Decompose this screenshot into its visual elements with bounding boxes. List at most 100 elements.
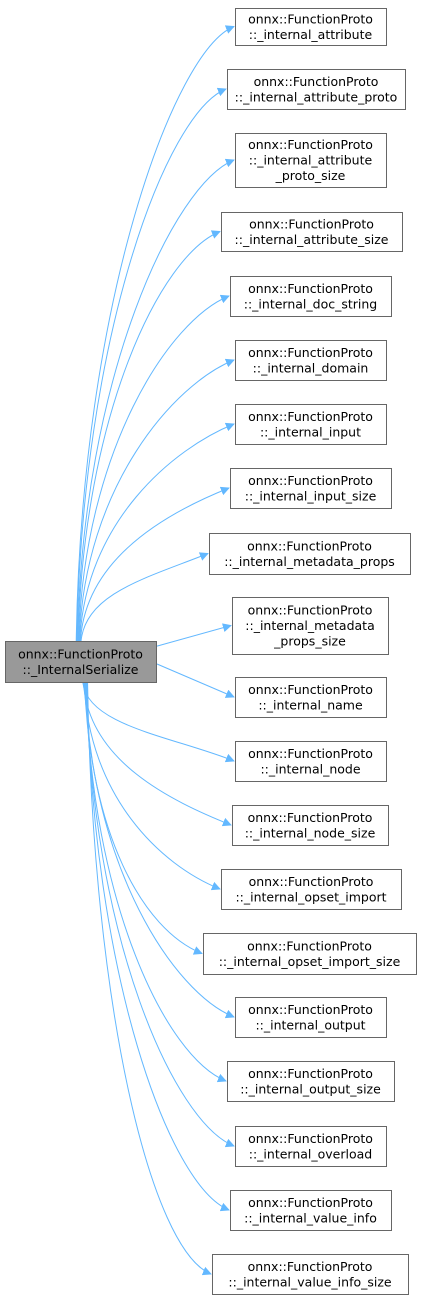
graph-node[interactable]: onnx::FunctionProto::_internal_value_inf… — [230, 1190, 392, 1231]
call-edge — [82, 682, 235, 763]
node-box — [235, 404, 387, 445]
node-box — [230, 276, 392, 317]
call-edge — [87, 682, 212, 1276]
node-label-line: onnx::FunctionProto — [248, 810, 373, 825]
node-box — [235, 1126, 387, 1167]
node-label-line: ::_internal_value_info — [244, 1210, 377, 1225]
node-box — [230, 1190, 392, 1231]
node-label-line: onnx::FunctionProto — [248, 746, 373, 761]
graph-node[interactable]: onnx::FunctionProto::_internal_input_siz… — [230, 468, 392, 509]
node-box — [221, 212, 403, 252]
graph-node[interactable]: onnx::FunctionProto::_internal_opset_imp… — [221, 869, 402, 910]
node-box — [232, 805, 389, 846]
node-label-line: ::_internal_output — [255, 1017, 365, 1032]
node-label-line: ::_internal_attribute — [249, 27, 373, 42]
node-label-line: onnx::FunctionProto — [248, 1066, 373, 1081]
node-label-line: onnx::FunctionProto — [247, 538, 372, 553]
root-node[interactable]: onnx::FunctionProto::_InternalSerialize — [5, 641, 157, 683]
node-box — [235, 8, 387, 46]
node-label-line: ::_internal_doc_string — [244, 296, 377, 311]
node-box — [230, 468, 392, 509]
node-box — [227, 69, 406, 110]
node-label-line: onnx::FunctionProto — [254, 74, 379, 89]
node-label-line: onnx::FunctionProto — [248, 1195, 373, 1210]
call-edge — [75, 25, 235, 642]
node-label-line: ::_internal_attribute_proto — [235, 89, 398, 104]
call-edge — [86, 682, 230, 1212]
node-label-line: onnx::FunctionProto — [248, 281, 373, 296]
graph-node[interactable]: onnx::FunctionProto::_internal_domain — [235, 340, 387, 381]
call-edge — [77, 230, 221, 642]
graph-node[interactable]: onnx::FunctionProto::_internal_value_inf… — [212, 1254, 409, 1295]
call-edge — [84, 682, 203, 955]
graph-node[interactable]: onnx::FunctionProto::_internal_metadata_… — [209, 533, 411, 575]
graph-node[interactable]: onnx::FunctionProto::_internal_attribute — [235, 8, 387, 46]
graph-node[interactable]: onnx::FunctionProto::_internal_metadata_… — [232, 597, 389, 655]
graph-node[interactable]: onnx::FunctionProto::_internal_attribute… — [227, 69, 406, 110]
node-label-line: onnx::FunctionProto — [248, 682, 373, 697]
node-label-line: onnx::FunctionProto — [248, 1259, 373, 1274]
node-label-line: onnx::FunctionProto — [248, 603, 373, 618]
node-label-line: ::_internal_node_size — [245, 825, 376, 840]
node-box — [212, 1254, 409, 1295]
call-edge — [76, 158, 235, 642]
node-box — [209, 533, 411, 575]
graph-node[interactable]: onnx::FunctionProto::_internal_opset_imp… — [203, 933, 417, 975]
graph-node[interactable]: onnx::FunctionProto::_internal_node_size — [232, 805, 389, 846]
call-edge — [85, 682, 235, 1148]
node-box — [235, 677, 387, 718]
graph-node[interactable]: onnx::FunctionProto::_internal_overload — [235, 1126, 387, 1167]
node-box — [227, 1061, 395, 1102]
graph-node[interactable]: onnx::FunctionProto::_internal_output_si… — [227, 1061, 395, 1102]
node-label-line: onnx::FunctionProto — [249, 216, 374, 231]
call-edge — [156, 663, 235, 698]
node-label-line: ::_internal_value_info_size — [228, 1274, 392, 1289]
node-label-line: onnx::FunctionProto — [248, 11, 373, 26]
node-box — [221, 869, 402, 910]
graph-node[interactable]: onnx::FunctionProto::_internal_output — [235, 997, 387, 1038]
call-edge — [76, 87, 227, 642]
node-label-line: ::_internal_overload — [249, 1146, 372, 1161]
node-label-line: onnx::FunctionProto — [248, 137, 373, 152]
call-edge — [79, 422, 235, 642]
node-label-line: ::_internal_input — [260, 424, 361, 439]
call-edge — [156, 623, 232, 647]
graph-node[interactable]: onnx::FunctionProto::_internal_node — [235, 741, 387, 782]
node-label-line: onnx::FunctionProto — [248, 1131, 373, 1146]
node-box — [235, 997, 387, 1038]
node-label-line: ::_internal_attribute — [249, 153, 373, 168]
node-label-line: ::_internal_output_size — [240, 1081, 381, 1096]
graph-node[interactable]: onnx::FunctionProto::_internal_name — [235, 677, 387, 718]
graph-node[interactable]: onnx::FunctionProto::_internal_input — [235, 404, 387, 445]
node-label-line: ::_internal_domain — [253, 360, 369, 375]
graph-node[interactable]: onnx::FunctionProto::_internal_doc_strin… — [230, 276, 392, 317]
node-box — [5, 641, 157, 683]
node-label-line: onnx::FunctionProto — [18, 646, 143, 661]
node-label-line: onnx::FunctionProto — [248, 1002, 373, 1017]
call-edge — [78, 358, 235, 642]
nodes: onnx::FunctionProto::_InternalSerializeo… — [5, 8, 417, 1295]
node-label-line: _props_size — [273, 634, 346, 649]
call-edge — [84, 682, 235, 1019]
node-box — [235, 340, 387, 381]
node-label-line: ::_internal_name — [258, 697, 363, 712]
node-label-line: ::_internal_opset_import — [235, 889, 386, 904]
call-edge — [83, 682, 221, 891]
node-box — [235, 133, 387, 188]
node-box — [235, 741, 387, 782]
call-edge — [82, 682, 232, 827]
graph-node[interactable]: onnx::FunctionProto::_internal_attribute… — [221, 212, 403, 252]
graph-node[interactable]: onnx::FunctionProto::_internal_attribute… — [235, 133, 387, 188]
node-box — [232, 597, 389, 655]
call-edge — [78, 294, 230, 642]
node-label-line: ::_internal_input_size — [245, 488, 377, 503]
node-label-line: onnx::FunctionProto — [248, 345, 373, 360]
node-box — [203, 933, 417, 975]
call-edge — [79, 486, 230, 642]
node-label-line: onnx::FunctionProto — [248, 473, 373, 488]
node-label-line: onnx::FunctionProto — [249, 874, 374, 889]
node-label-line: ::_internal_attribute_size — [235, 232, 389, 247]
node-label-line: ::_internal_metadata_props — [224, 554, 395, 569]
node-label-line: ::_InternalSerialize — [23, 662, 139, 677]
node-label-line: onnx::FunctionProto — [248, 409, 373, 424]
